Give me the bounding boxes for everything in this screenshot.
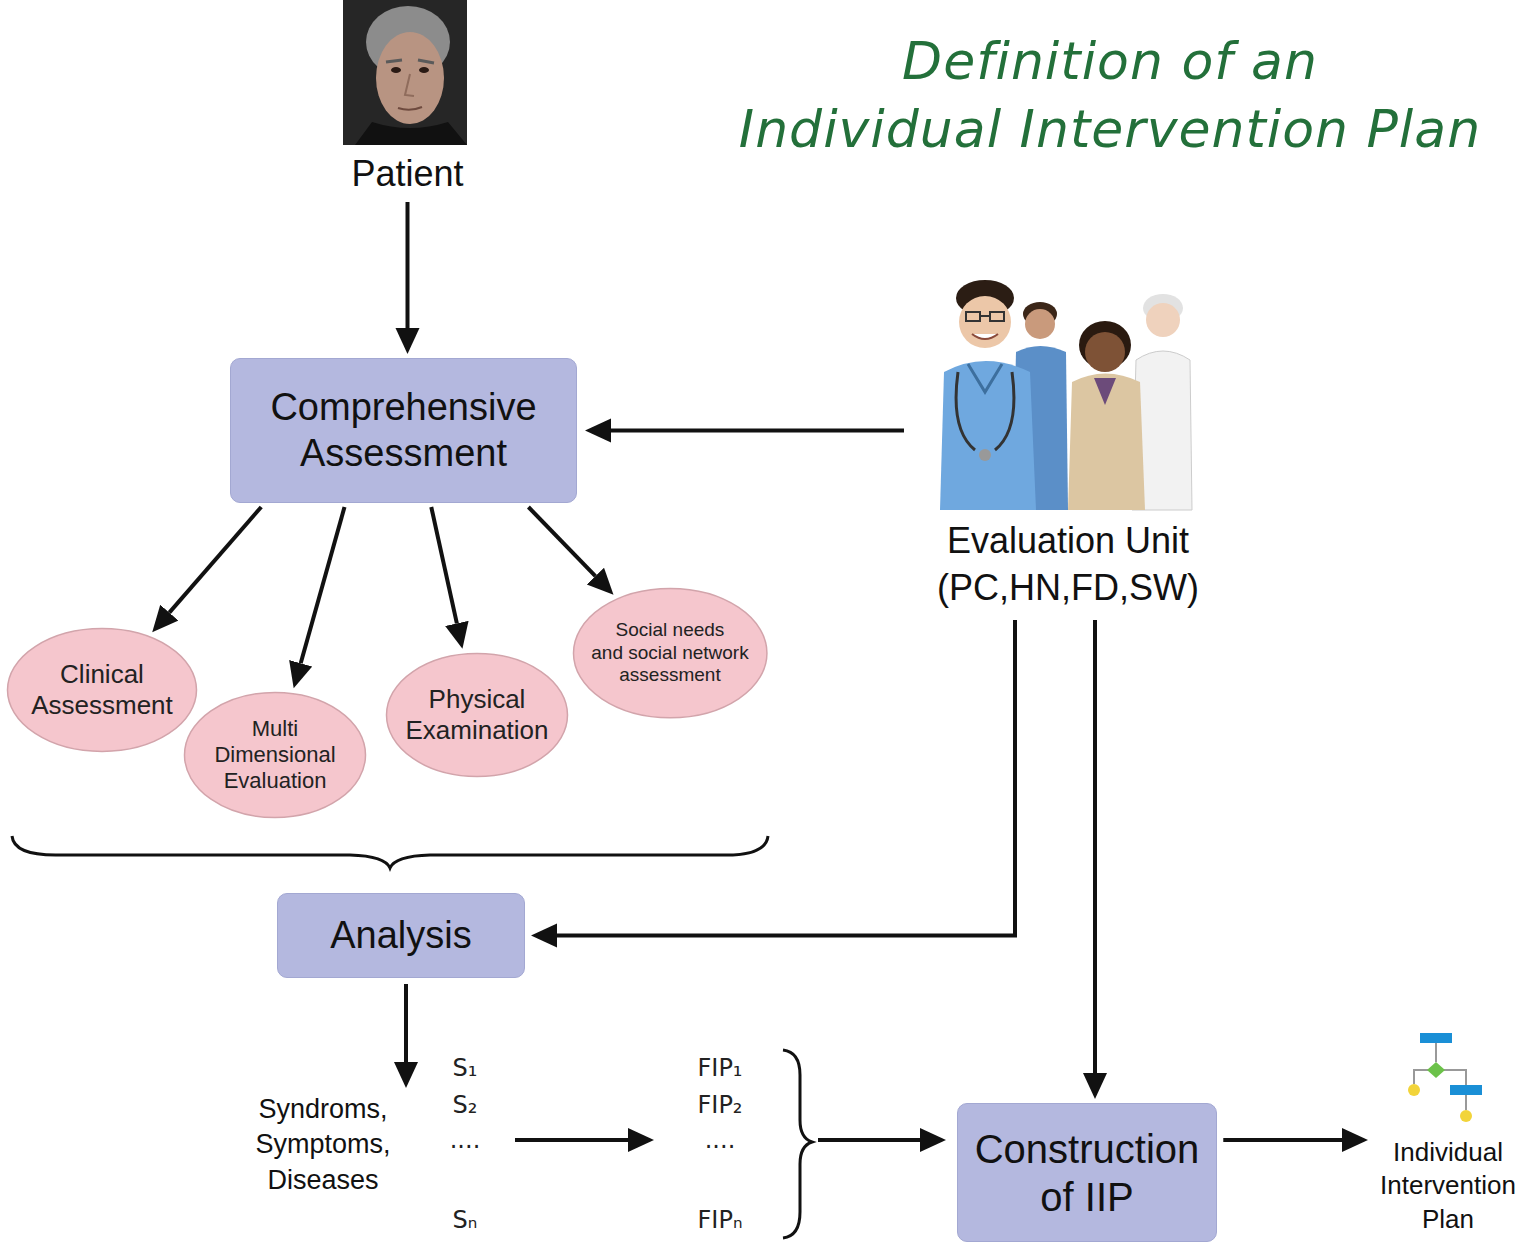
list-label: FIP₁ — [698, 1056, 743, 1080]
list-label: S₂ — [453, 1093, 478, 1117]
portrait-photo — [343, 0, 467, 145]
node-text: Clinical Assessment — [31, 659, 173, 720]
node-text: Analysis — [330, 913, 472, 959]
photo-eye — [419, 67, 429, 73]
list-label: FIPₙ — [698, 1208, 743, 1232]
team-node: Evaluation Unit (PC,HN,FD,SW) — [908, 282, 1228, 612]
ellipse-shape — [185, 693, 366, 818]
connector — [404, 984, 408, 1062]
team-collar — [968, 364, 1002, 392]
arrow-line — [818, 1138, 922, 1142]
icon-box — [1450, 1085, 1482, 1095]
team-shirt — [1094, 378, 1116, 405]
list-label: .... — [705, 1128, 736, 1152]
photo-brows — [386, 60, 434, 63]
arrow-line — [515, 1138, 630, 1142]
stethoscope — [979, 449, 991, 461]
connector — [431, 507, 457, 623]
team-head — [1085, 332, 1125, 372]
ellipse-shape — [387, 654, 568, 777]
connector — [1223, 1138, 1342, 1142]
stethoscope — [956, 372, 1014, 450]
list-label: FIP₂ — [698, 1093, 743, 1117]
pink-ellipse: Multi Dimensional Evaluation — [183, 691, 367, 819]
team-head — [959, 296, 1011, 348]
node-text: Physical Examination — [405, 684, 548, 745]
process-box: Analysis — [277, 893, 525, 978]
photo-mouth — [398, 107, 422, 110]
photo-nose — [405, 74, 414, 96]
icon-wire — [1414, 1043, 1466, 1110]
icon-diamond — [1427, 1062, 1445, 1078]
team-body — [940, 361, 1036, 510]
node-text: Comprehensive Assessment — [270, 385, 536, 476]
team-body — [1068, 374, 1145, 511]
list-label: S₁ — [453, 1056, 478, 1080]
connector — [1093, 620, 1097, 1073]
arrow-head — [628, 1128, 654, 1152]
photo-coat — [355, 122, 467, 145]
photo-face — [376, 32, 444, 124]
team-photo — [940, 280, 1192, 510]
node-text: Individual Intervention Plan — [1380, 1136, 1516, 1237]
photo-node: Patient — [335, 0, 480, 198]
text-node: Syndroms, Symptoms, Diseases — [228, 1090, 418, 1200]
brace — [12, 836, 768, 868]
brace — [783, 1050, 812, 1238]
icon-dot — [1408, 1084, 1420, 1096]
pink-ellipse: Social needs and social network assessme… — [572, 587, 768, 719]
photo-eye — [391, 67, 401, 73]
diagram-title: Definition of an Individual Intervention… — [690, 28, 1530, 163]
arrow-head — [920, 1128, 946, 1152]
node-text: Social needs and social network assessme… — [591, 619, 748, 686]
connector — [301, 507, 345, 663]
ellipse-shape — [573, 588, 766, 717]
list-label: .... — [450, 1128, 481, 1152]
pink-ellipse: Clinical Assessment — [6, 627, 198, 753]
icon-dot — [1460, 1110, 1472, 1122]
team-head — [1146, 303, 1180, 337]
team-smile — [972, 334, 998, 339]
node-text: Patient — [351, 151, 463, 198]
connector — [169, 507, 261, 613]
photo-ground — [343, 0, 467, 145]
plan-icon — [1408, 1033, 1482, 1122]
team-head — [1025, 309, 1055, 339]
team-glasses — [966, 312, 1004, 321]
node-text: Construction of IIP — [975, 1125, 1200, 1221]
connector — [528, 507, 595, 576]
ellipse-shape — [8, 629, 197, 752]
connector — [557, 620, 1015, 936]
process-box: Construction of IIP — [957, 1103, 1218, 1242]
node-text: Syndroms, Symptoms, Diseases — [255, 1092, 390, 1197]
node-text: Evaluation Unit (PC,HN,FD,SW) — [937, 518, 1199, 612]
list-label: Sₙ — [453, 1208, 478, 1232]
process-box: Comprehensive Assessment — [230, 358, 577, 503]
node-text: Multi Dimensional Evaluation — [214, 716, 335, 794]
pink-ellipse: Physical Examination — [385, 652, 569, 778]
connector — [406, 202, 410, 328]
icon-node: Individual Intervention Plan — [1372, 1025, 1524, 1237]
icon-box — [1420, 1033, 1452, 1043]
connector — [611, 429, 904, 433]
